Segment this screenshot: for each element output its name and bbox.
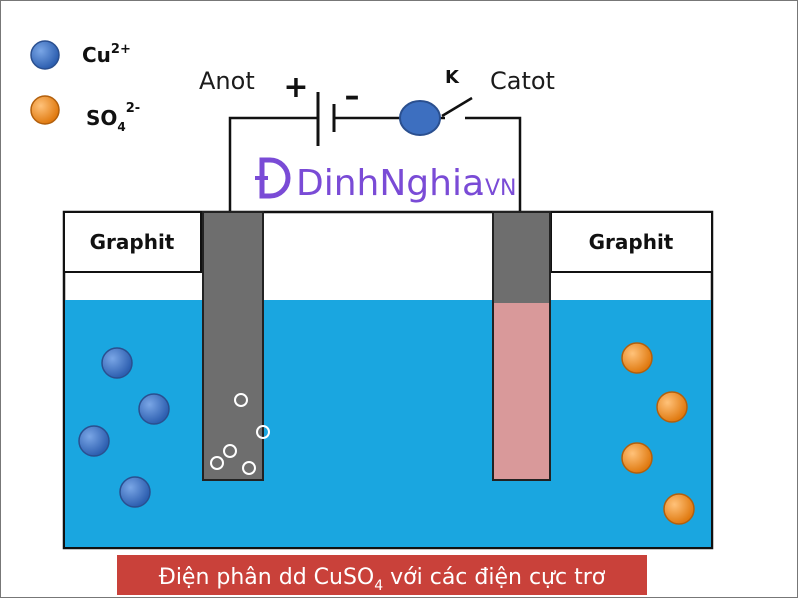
battery-icon <box>316 92 336 146</box>
so4-ion <box>656 391 688 423</box>
copper-deposit <box>494 303 549 479</box>
so4-ion-legend-icon <box>30 95 60 125</box>
cu-ions <box>78 347 170 508</box>
cu-ion <box>119 476 151 508</box>
switch-label: K <box>445 67 460 88</box>
cu-ion <box>101 347 133 379</box>
switch-icon <box>441 96 473 118</box>
circuit-wires <box>228 116 522 232</box>
caption-text: Điện phân dd CuSO4 với các điện cực trơ <box>159 565 606 594</box>
cathode-label: Catot <box>490 67 555 95</box>
so4-ion <box>663 493 695 525</box>
cu-ion <box>78 425 110 457</box>
cu-ion-legend-icon <box>30 40 60 70</box>
dinhnghia-watermark-logo: DinhNghia .VN <box>255 157 517 204</box>
caption-bar <box>117 555 647 595</box>
so4-legend-label: SO42- <box>86 101 140 134</box>
cu-legend-label: Cu2+ <box>82 42 131 67</box>
watermark-brand-text: DinhNghia <box>296 163 484 204</box>
right-graphit-label: Graphit <box>589 230 674 254</box>
so4-ion <box>621 442 653 474</box>
battery-plus-sign: + <box>283 70 308 105</box>
cu-ion <box>138 393 170 425</box>
left-graphit-label: Graphit <box>90 230 175 254</box>
left-graphit-label-box <box>63 211 202 273</box>
anode-label: Anot <box>199 67 255 95</box>
legend: Cu2+ SO42- <box>30 40 140 134</box>
so4-ions <box>621 342 695 525</box>
oxygen-bubbles <box>210 393 270 475</box>
lamp-icon <box>399 100 441 136</box>
battery-minus-sign: – <box>345 79 360 114</box>
anode-electrode <box>202 211 264 481</box>
watermark-suffix-text: .VN <box>478 176 517 201</box>
so4-ion <box>621 342 653 374</box>
cuso4-solution <box>65 300 711 547</box>
